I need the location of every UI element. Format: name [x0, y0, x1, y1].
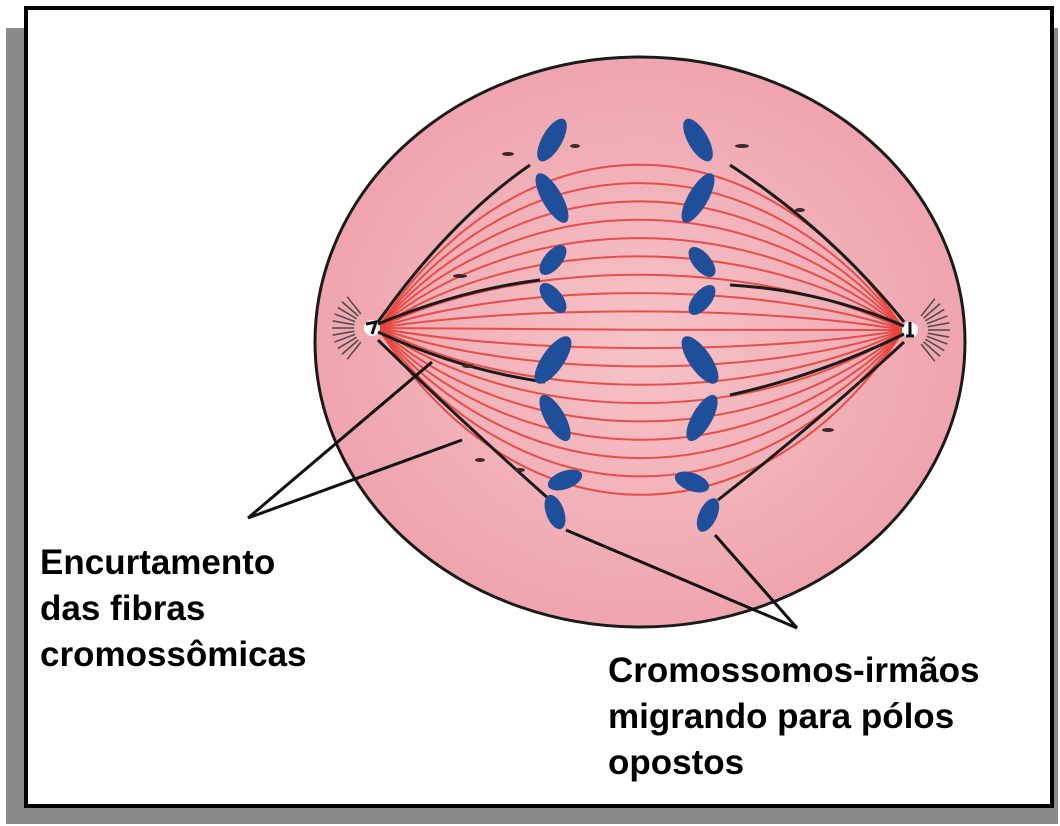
- label-sister-chromosomes: Cromossomos-irmãos migrando para pólos o…: [608, 648, 979, 786]
- label-fiber-shortening: Encurtamento das fibras cromossômicas: [40, 540, 307, 678]
- centrosome-left: [364, 320, 380, 336]
- label-line: opostos: [608, 740, 979, 786]
- cell-membrane: [315, 57, 965, 627]
- centrosome-right: [902, 322, 918, 338]
- label-line: Cromossomos-irmãos: [608, 648, 979, 694]
- label-line: das fibras: [40, 586, 307, 632]
- label-line: cromossômicas: [40, 632, 307, 678]
- label-line: migrando para pólos: [608, 694, 979, 740]
- label-line: Encurtamento: [40, 540, 307, 586]
